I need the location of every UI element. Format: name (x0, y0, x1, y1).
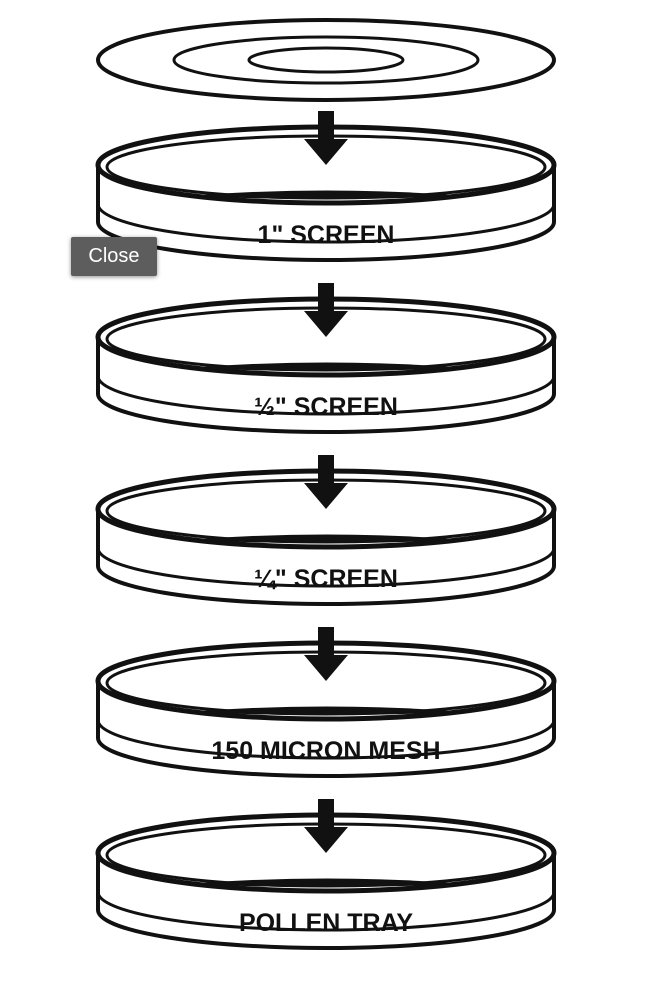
tier-label: 1" SCREEN (258, 221, 395, 249)
down-arrow-icon (304, 455, 348, 509)
tier-label: ¼" SCREEN (254, 565, 398, 593)
arrows-layer (304, 111, 348, 853)
lid-middle-ring (172, 35, 480, 85)
tier-band (96, 719, 556, 760)
lid-inner-ring (247, 46, 405, 74)
tier-band (96, 203, 556, 244)
tier-1: 1" SCREEN (95, 124, 557, 262)
tier-band (96, 547, 556, 588)
tier-band (96, 891, 556, 932)
down-arrow-icon (304, 111, 348, 165)
down-arrow-icon (304, 799, 348, 853)
tier-label: POLLEN TRAY (239, 909, 413, 937)
lid-outer-ring (96, 18, 556, 102)
tier-band (96, 375, 556, 416)
tiers-layer: 1" SCREEN ½" SCREEN ¼" SCREEN 150 MICRON ME… (95, 124, 557, 950)
tier-mesh-shadow (186, 706, 466, 715)
lid (96, 18, 556, 102)
tier-label: 150 MICRON MESH (211, 737, 440, 765)
tier-mesh-shadow (186, 190, 466, 199)
tier-mesh-shadow (186, 362, 466, 371)
close-button[interactable]: Close (71, 237, 157, 276)
down-arrow-icon (304, 283, 348, 337)
tier-3: ¼" SCREEN (95, 468, 557, 606)
tier-mesh-shadow (186, 878, 466, 887)
tier-mesh-shadow (186, 534, 466, 543)
tier-label: ½" SCREEN (254, 393, 398, 421)
tier-2: ½" SCREEN (95, 296, 557, 434)
down-arrow-icon (304, 627, 348, 681)
